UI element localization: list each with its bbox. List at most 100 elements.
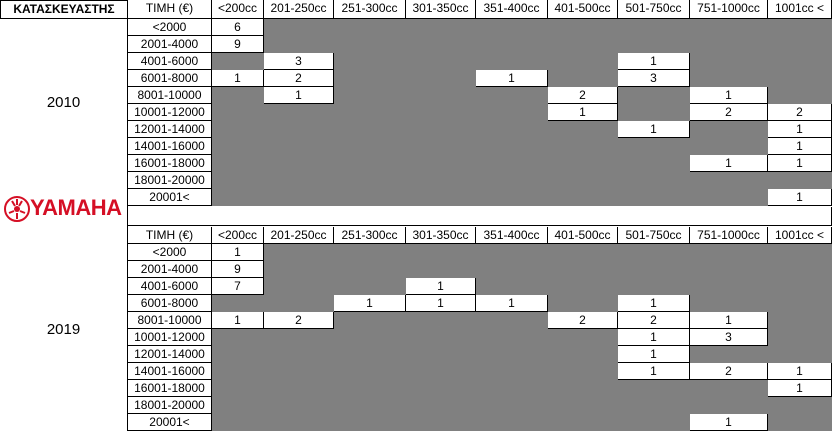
count-cell	[406, 244, 476, 261]
count-cell: 1	[618, 329, 690, 346]
count-cell	[690, 397, 768, 414]
count-cell	[618, 87, 690, 104]
count-cell	[406, 346, 476, 363]
cc-header-8: 1001cc <	[768, 227, 832, 244]
count-cell	[406, 172, 476, 189]
count-cell	[212, 87, 264, 104]
count-cell	[476, 329, 548, 346]
price-range-label: 18001-20000	[128, 397, 212, 414]
count-cell: 1	[618, 363, 690, 380]
count-cell	[618, 261, 690, 278]
count-cell	[212, 189, 264, 206]
count-cell: 1	[476, 70, 548, 87]
count-cell	[264, 19, 334, 36]
count-cell	[406, 104, 476, 121]
count-cell	[334, 138, 406, 155]
count-cell	[212, 155, 264, 172]
count-cell: 9	[212, 36, 264, 53]
count-cell	[548, 414, 618, 431]
count-cell	[264, 172, 334, 189]
cc-header-5: 401-500cc	[548, 0, 618, 19]
count-cell	[406, 19, 476, 36]
count-cell: 1	[768, 121, 832, 138]
count-cell	[334, 172, 406, 189]
count-cell	[768, 70, 832, 87]
count-cell	[406, 155, 476, 172]
count-cell	[334, 189, 406, 206]
count-cell: 6	[212, 19, 264, 36]
count-cell: 1	[212, 70, 264, 87]
count-cell: 2	[690, 104, 768, 121]
count-cell: 1	[548, 104, 618, 121]
count-cell	[548, 138, 618, 155]
count-cell	[212, 380, 264, 397]
count-cell	[406, 87, 476, 104]
count-cell	[768, 19, 832, 36]
count-cell	[768, 397, 832, 414]
count-cell: 1	[690, 87, 768, 104]
count-cell	[334, 36, 406, 53]
cc-header-7: 751-1000cc	[690, 227, 768, 244]
count-cell	[618, 244, 690, 261]
count-cell	[548, 121, 618, 138]
count-cell	[618, 172, 690, 189]
count-cell	[264, 346, 334, 363]
count-cell	[690, 189, 768, 206]
count-cell	[548, 172, 618, 189]
count-cell	[406, 138, 476, 155]
count-cell	[406, 329, 476, 346]
count-cell	[548, 397, 618, 414]
count-cell: 1	[618, 53, 690, 70]
count-cell	[264, 397, 334, 414]
count-cell	[548, 380, 618, 397]
brand-logo: YAMAHA	[0, 187, 128, 228]
count-cell	[548, 278, 618, 295]
count-cell	[768, 172, 832, 189]
count-cell	[618, 19, 690, 36]
count-cell	[618, 155, 690, 172]
count-cell	[264, 414, 334, 431]
count-cell: 2	[548, 312, 618, 329]
count-cell: 2	[768, 104, 832, 121]
count-cell: 3	[264, 53, 334, 70]
count-cell	[406, 121, 476, 138]
count-cell	[690, 380, 768, 397]
count-cell	[334, 278, 406, 295]
count-cell	[618, 397, 690, 414]
count-cell	[768, 346, 832, 363]
count-cell: 1	[690, 312, 768, 329]
price-range-label: 16001-18000	[128, 380, 212, 397]
count-cell	[476, 36, 548, 53]
count-cell	[768, 53, 832, 70]
price-range-label: 6001-8000	[128, 70, 212, 87]
count-cell: 1	[768, 363, 832, 380]
price-range-label: 8001-10000	[128, 312, 212, 329]
count-cell	[690, 261, 768, 278]
count-cell	[548, 189, 618, 206]
count-cell	[212, 121, 264, 138]
count-cell	[476, 121, 548, 138]
count-cell	[264, 155, 334, 172]
price-range-label: 10001-12000	[128, 104, 212, 121]
count-cell	[548, 53, 618, 70]
count-cell	[618, 36, 690, 53]
count-cell	[334, 346, 406, 363]
table-spacer-row	[128, 207, 832, 226]
count-cell	[476, 261, 548, 278]
count-cell: 3	[618, 70, 690, 87]
price-range-label: 20001<	[128, 414, 212, 431]
count-cell	[548, 346, 618, 363]
count-cell	[548, 19, 618, 36]
count-cell	[476, 346, 548, 363]
count-cell	[212, 363, 264, 380]
count-cell	[212, 397, 264, 414]
count-cell: 1	[264, 87, 334, 104]
count-cell: 1	[212, 244, 264, 261]
count-cell	[768, 244, 832, 261]
count-cell	[264, 138, 334, 155]
count-cell	[768, 312, 832, 329]
price-range-label: 12001-14000	[128, 121, 212, 138]
count-cell	[334, 121, 406, 138]
count-cell	[768, 295, 832, 312]
count-cell: 1	[212, 312, 264, 329]
